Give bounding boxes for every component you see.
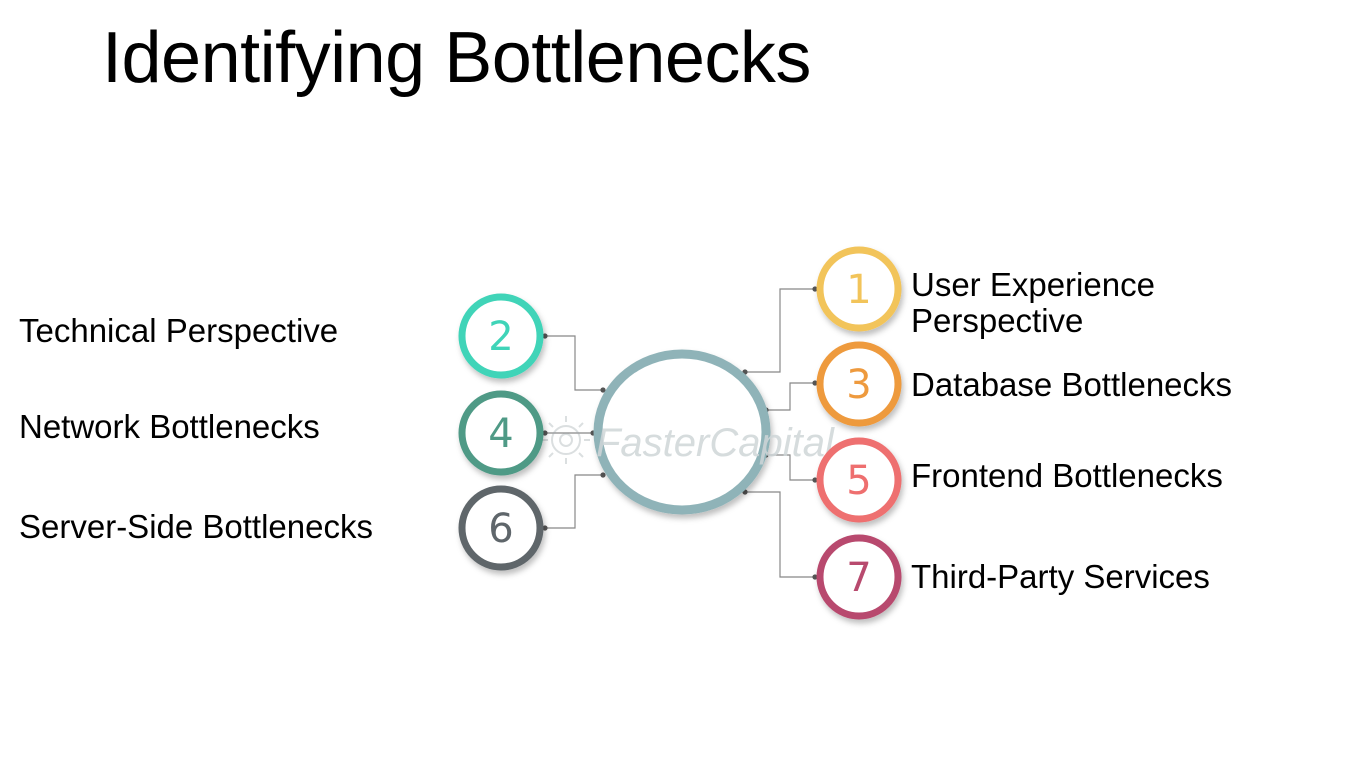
label-database-bottlenecks: Database Bottlenecks [911,366,1233,403]
circle-1-number: 1 [846,267,871,313]
connector-1 [745,288,815,373]
connector-3 [766,382,815,411]
circle-3-ring [816,341,902,427]
connector-dot [542,333,548,339]
connector-dot [600,472,606,478]
connector-dot [542,430,548,436]
circle-1-ring [816,246,902,332]
circle-6-ring [458,485,544,571]
slide-title: Identifying Bottlenecks [102,18,811,98]
circle-5: 5 [816,437,902,523]
label-server-side-bottlenecks: Server-Side Bottlenecks [19,508,373,545]
circle-5-ring [816,437,902,523]
circle-6-number: 6 [488,506,513,552]
label-user-experience-perspective: User Experience Perspective [911,266,1155,339]
connector-5 [766,454,815,481]
circle-7: 7 [816,534,902,620]
circle-4-number: 4 [488,411,513,457]
circle-2-ring [458,293,544,379]
label-frontend-bottlenecks: Frontend Bottlenecks [911,457,1223,494]
circle-4: 4 [458,390,544,476]
connector-dot [812,286,818,292]
connector-dot [812,477,818,483]
circle-2-number: 2 [488,314,513,360]
circle-3-number: 3 [846,362,871,408]
circle-1: 1 [816,246,902,332]
watermark-text: FasterCapital [596,421,835,465]
connector-dot [600,387,606,393]
hub: FasterCapital [542,349,835,515]
circle-6: 6 [458,485,544,571]
label-third-party-services: Third-Party Services [911,558,1210,595]
connector-7 [745,491,815,578]
circle-7-number: 7 [846,555,871,601]
gear-icon [542,416,590,464]
circle-4-ring [458,390,544,476]
connector-dot [812,574,818,580]
connector-dot [542,525,548,531]
hub-circle [593,349,771,515]
connector-2 [545,335,603,391]
label-technical-perspective: Technical Perspective [19,312,339,349]
circle-3: 3 [816,341,902,427]
connector-dot [812,380,818,386]
circle-7-ring [816,534,902,620]
circle-2: 2 [458,293,544,379]
connector-6 [545,474,603,529]
label-network-bottlenecks: Network Bottlenecks [19,408,320,445]
circle-5-number: 5 [846,458,871,504]
